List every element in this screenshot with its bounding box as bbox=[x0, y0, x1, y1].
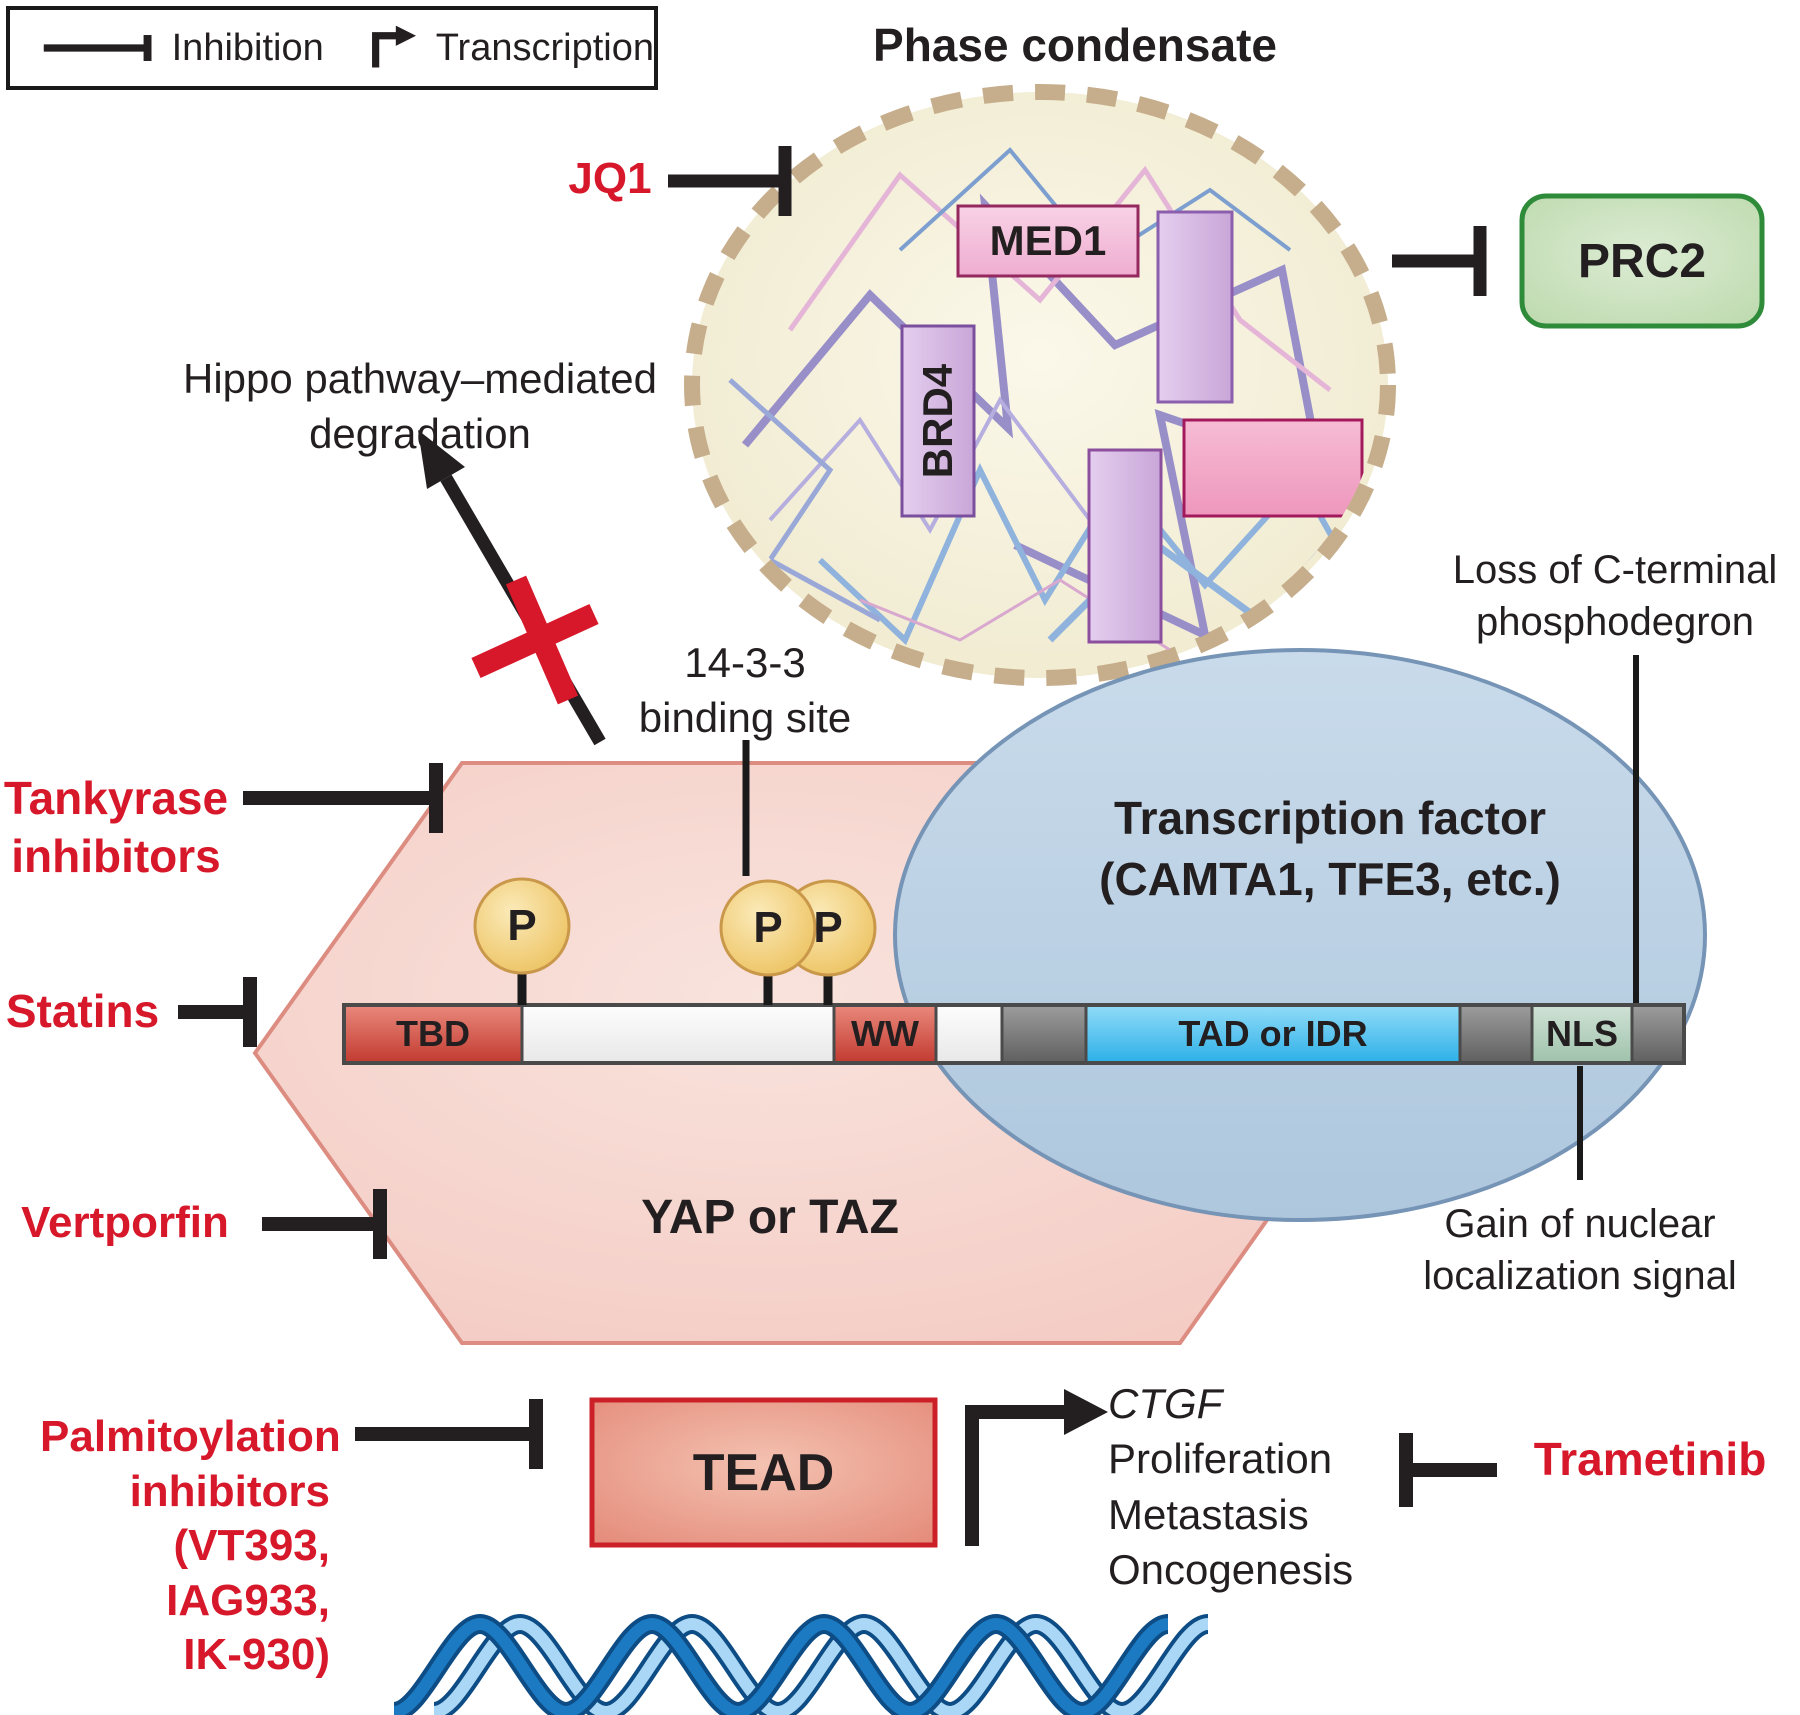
tead-label: TEAD bbox=[692, 1443, 835, 1502]
legend: Inhibition Transcription bbox=[6, 6, 658, 90]
domain-gray-segment bbox=[1458, 1003, 1534, 1065]
statins-inhibition-arrow bbox=[178, 977, 257, 1047]
inhibition-icon bbox=[43, 35, 152, 61]
transcription-icon bbox=[372, 25, 416, 68]
binding-site-line-1: 14-3-3 bbox=[684, 639, 806, 686]
palmitoylation-line-3: (VT393, bbox=[173, 1521, 330, 1571]
tankyrase-inhibition-arrow bbox=[243, 763, 443, 833]
brd4-box bbox=[900, 324, 976, 518]
hippo-degradation-arrow bbox=[418, 430, 606, 746]
loss-line-1: Loss of C-terminal bbox=[1452, 548, 1778, 592]
condensate-prc2-inhibition-arrow bbox=[1392, 226, 1487, 296]
med1-label: MED1 bbox=[989, 217, 1107, 264]
gene-ctgf: CTGF bbox=[1108, 1380, 1223, 1427]
domain-bar bbox=[342, 1003, 1686, 1065]
jq1-label: JQ1 bbox=[568, 154, 652, 203]
transcription-factor-ellipse bbox=[893, 648, 1707, 1222]
palmitoylation-inhibitors-label: Palmitoylation inhibitors (VT393, IAG933… bbox=[40, 1410, 341, 1683]
transcription-factor-label: Transcription factor (CAMTA1, TFE3, etc.… bbox=[1020, 788, 1640, 910]
tankyrase-line-1: Tankyrase bbox=[3, 772, 229, 824]
palmitoylation-line-1: Palmitoylation bbox=[40, 1412, 341, 1461]
inhibition-arrows bbox=[178, 146, 1497, 1507]
prc2-box bbox=[1519, 193, 1765, 329]
target-genes-list: CTGF Proliferation Metastasis Oncogenesi… bbox=[1108, 1376, 1428, 1598]
condensate-protein-rect bbox=[1156, 210, 1234, 404]
domain-gray-segment bbox=[1630, 1003, 1686, 1065]
phospho-p-label: P bbox=[813, 903, 843, 952]
palmitoylation-line-2: inhibitors bbox=[129, 1466, 330, 1516]
phase-condensate-droplet bbox=[684, 84, 1396, 686]
domain-tad-label: TAD or IDR bbox=[1178, 1013, 1368, 1054]
transcription-factor-line-2: (CAMTA1, TFE3, etc.) bbox=[1099, 853, 1561, 906]
phospho-p-label: P bbox=[753, 903, 783, 952]
dna-dark-strand bbox=[392, 1617, 1170, 1715]
phospho-circle bbox=[719, 879, 817, 977]
hippo-line-2: degradation bbox=[309, 409, 531, 457]
domain-gray-segment bbox=[1000, 1003, 1088, 1065]
phospho-marks bbox=[473, 877, 877, 1005]
hippo-degradation-annotation: Hippo pathway–mediated degradation bbox=[110, 352, 730, 461]
gene-proliferation: Proliferation bbox=[1108, 1435, 1333, 1483]
binding-site-line-2: binding site bbox=[638, 693, 852, 741]
gain-nls-annotation: Gain of nuclear localization signal bbox=[1370, 1198, 1790, 1302]
binding-site-annotation: 14-3-3 binding site bbox=[570, 636, 920, 745]
gain-line-2: localization signal bbox=[1423, 1254, 1737, 1298]
dna-helix bbox=[391, 1613, 1211, 1715]
red-x-stroke bbox=[471, 603, 599, 679]
statins-label: Statins bbox=[5, 985, 160, 1037]
domain-nls-label: NLS bbox=[1546, 1013, 1618, 1054]
condensate-protein-rect bbox=[1087, 448, 1163, 644]
gene-metastasis: Metastasis bbox=[1108, 1490, 1309, 1538]
legend-transcription-label: Transcription bbox=[435, 26, 654, 69]
legend-inhibition-label: Inhibition bbox=[171, 26, 324, 69]
loss-line-2: phosphodegron bbox=[1475, 600, 1755, 644]
condensate-protein-rect bbox=[1182, 418, 1364, 518]
transcription-arrow bbox=[965, 1389, 1108, 1546]
jq1-inhibition-arrow bbox=[668, 146, 792, 216]
domain-tbd-label: TBD bbox=[396, 1013, 470, 1054]
phospho-p-label: P bbox=[507, 901, 537, 950]
med1-box bbox=[956, 204, 1140, 278]
hippo-line-1: Hippo pathway–mediated bbox=[183, 355, 657, 402]
phospho-circle bbox=[473, 877, 571, 975]
palmitoylation-inhibition-arrow bbox=[355, 1399, 543, 1469]
tankyrase-line-2: inhibitors bbox=[11, 829, 221, 882]
phase-condensate-title: Phase condensate bbox=[873, 19, 1277, 71]
gene-oncogenesis: Oncogenesis bbox=[1108, 1546, 1354, 1594]
brd4-label: BRD4 bbox=[914, 363, 961, 479]
transcription-factor-line-1: Transcription factor bbox=[1114, 792, 1546, 844]
vertporfin-inhibition-arrow bbox=[262, 1189, 387, 1259]
tead-box bbox=[589, 1397, 938, 1548]
domain-ww-segment bbox=[832, 1003, 938, 1065]
trametinib-label: Trametinib bbox=[1533, 1433, 1767, 1485]
yap-taz-label: YAP or TAZ bbox=[641, 1191, 899, 1244]
gain-line-1: Gain of nuclear bbox=[1444, 1202, 1716, 1246]
palmitoylation-line-5: IK-930) bbox=[183, 1630, 330, 1680]
dna-light-strand bbox=[432, 1617, 1210, 1715]
domain-tad-segment bbox=[1084, 1003, 1462, 1065]
tankyrase-inhibitors-label: Tankyrase inhibitors bbox=[0, 770, 232, 886]
palmitoylation-line-4: IAG933, bbox=[166, 1575, 330, 1625]
trametinib-inhibition-arrow bbox=[1399, 1433, 1497, 1507]
vertporfin-label: Vertporfin bbox=[21, 1198, 229, 1247]
domain-ww-label: WW bbox=[851, 1013, 919, 1054]
prc2-label: PRC2 bbox=[1577, 234, 1707, 288]
loss-phosphodegron-annotation: Loss of C-terminal phosphodegron bbox=[1430, 544, 1800, 648]
